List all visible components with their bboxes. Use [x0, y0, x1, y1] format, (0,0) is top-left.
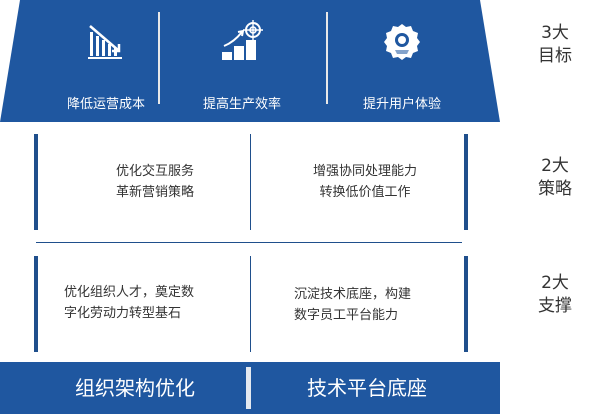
- strategies-side-label: 2大 策略: [538, 156, 572, 199]
- support-left: 优化组织人才，奠定数 字化劳动力转型基石: [64, 285, 195, 321]
- foundation-separator: [246, 367, 251, 409]
- goal-reduce-cost: 降低运营成本: [30, 0, 182, 122]
- goal-label: 提升用户体验: [362, 97, 441, 112]
- goal-improve-efficiency: 提高生产效率: [166, 0, 318, 122]
- growth-target-icon: [222, 20, 263, 60]
- strategy-left: 优化交互服务 革新营销策略: [115, 164, 194, 200]
- goal-user-experience: 提升用户体验: [326, 0, 478, 122]
- support-right-bar: [464, 256, 468, 352]
- goal-label: 提高生产效率: [202, 97, 281, 112]
- strategy-divider: [250, 134, 251, 230]
- foundation-bar: 组织架构优化 技术平台底座: [0, 362, 500, 414]
- section-divider: [36, 242, 462, 243]
- support-divider: [250, 256, 251, 352]
- support-left-bar: [34, 256, 38, 352]
- foundation-left: 组织架构优化: [75, 376, 195, 400]
- chart-down-icon: [88, 25, 122, 59]
- goal-label: 降低运营成本: [66, 97, 145, 112]
- strategy-left-bar: [34, 134, 38, 230]
- support-right: 沉淀技术底座，构建 数字员工平台能力: [294, 287, 412, 323]
- goal-separator: [158, 12, 160, 104]
- goals-trapezoid: [0, 0, 500, 122]
- supports-side-label: 2大 支撑: [538, 273, 572, 316]
- foundation-right: 技术平台底座: [307, 376, 427, 400]
- strategy-right: 增强协同处理能力 转换低价值工作: [312, 164, 417, 200]
- strategy-right-bar: [464, 134, 468, 230]
- goals-side-label: 3大 目标: [538, 23, 572, 66]
- goal-separator: [326, 12, 328, 104]
- award-badge-icon: [384, 24, 420, 60]
